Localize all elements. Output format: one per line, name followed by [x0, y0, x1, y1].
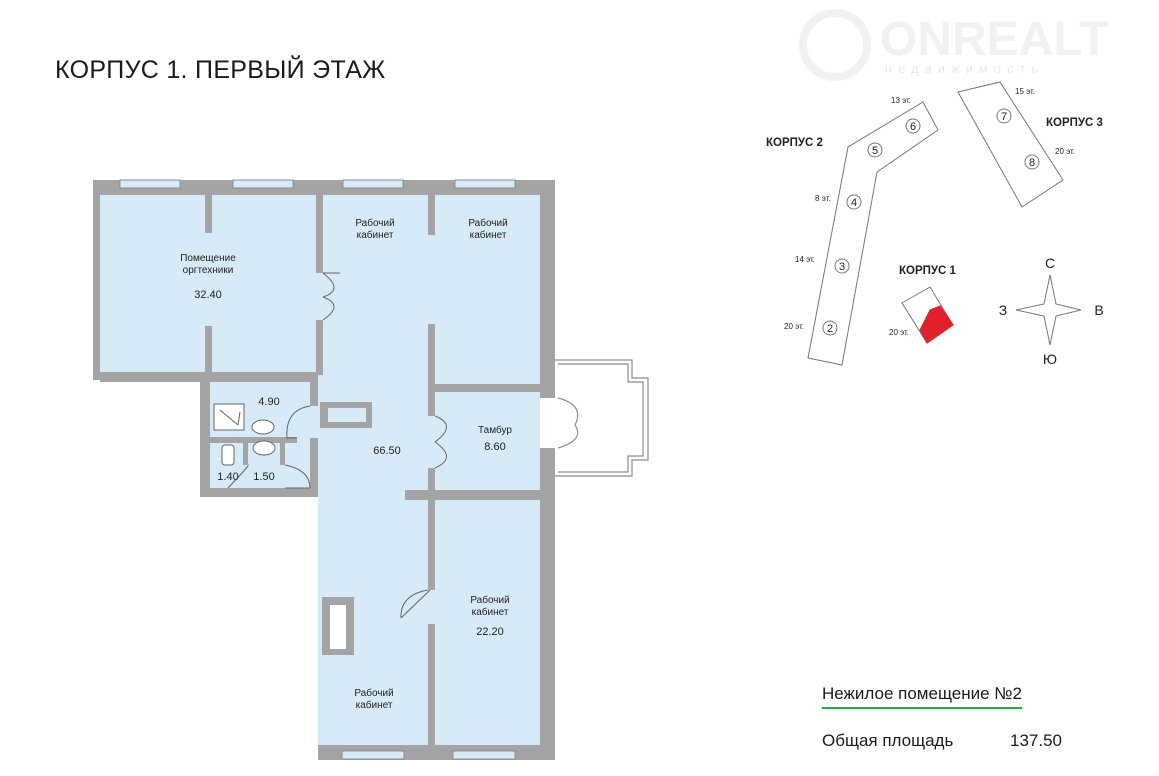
room-area: 32.40 [194, 289, 222, 301]
room-name: Рабочий [468, 217, 507, 229]
floor-area [100, 195, 540, 745]
site-plan [807, 81, 1064, 366]
watermark-text: ONREALT [880, 13, 1108, 66]
total-area: Общая площадь 137.50 [822, 731, 1062, 751]
room-area: 1.50 [253, 471, 274, 483]
shaft-inner [328, 408, 366, 422]
doors [227, 272, 447, 619]
floor-count: 15 эт. [1015, 87, 1035, 96]
page-title: КОРПУС 1. ПЕРВЫЙ ЭТАЖ [55, 56, 386, 84]
section-number: 8 [1029, 157, 1035, 169]
room-area: 66.50 [373, 445, 401, 457]
room-area: 8.60 [484, 441, 505, 453]
windows [119, 179, 516, 760]
section-number: 5 [872, 145, 878, 157]
entrance-door-gap [540, 398, 555, 448]
sink-icon [252, 440, 276, 456]
total-area-value: 137.50 [1010, 731, 1062, 750]
floor-count: 13 эт. [891, 96, 911, 105]
floor-count: 14 эт. [795, 255, 815, 264]
room-name: Тамбур [478, 424, 512, 436]
sink-icon [251, 419, 275, 435]
building-label: КОРПУС 3 [1046, 117, 1103, 129]
total-area-label: Общая площадь [822, 731, 954, 750]
compass-east: В [1094, 302, 1103, 318]
room-name: кабинет [472, 606, 509, 618]
building-label: КОРПУС 2 [766, 137, 823, 149]
section-number: 4 [851, 197, 857, 209]
floor-count: 20 эт. [784, 322, 804, 331]
entrance-porch [555, 359, 649, 477]
room-name: Рабочий [354, 687, 393, 699]
watermark-logo: ONREALT недвижимость [799, 9, 1108, 81]
room-area: 22.20 [476, 626, 504, 638]
floor-count: 20 эт. [1055, 147, 1075, 156]
plumbing-fixtures [213, 403, 276, 466]
site-section-numbers: 2 3 4 5 6 7 8 13 эт. 8 эт. 14 эт. 20 эт.… [766, 87, 1103, 337]
building-label: КОРПУС 1 [899, 265, 957, 277]
section-number: 6 [910, 121, 916, 133]
compass-south: Ю [1043, 351, 1057, 367]
section-number: 3 [839, 261, 845, 273]
toilet-icon [221, 444, 235, 466]
shaft-inner [330, 605, 346, 649]
floor-count: 8 эт. [815, 194, 831, 203]
room-name: кабинет [357, 229, 394, 241]
room-name: кабинет [470, 229, 507, 241]
compass-icon: С Ю З В [999, 255, 1104, 367]
room-name: кабинет [356, 699, 393, 711]
highlighted-unit [919, 305, 954, 344]
interior-walls [100, 195, 540, 745]
room-area: 4.90 [258, 396, 279, 408]
section-number: 7 [1001, 111, 1007, 123]
section-number: 2 [827, 323, 833, 335]
compass-north: С [1045, 255, 1055, 271]
watermark-subtext: недвижимость [885, 61, 1044, 76]
floor-count: 20 эт. [889, 328, 909, 337]
unit-title: Нежилое помещение №2 [822, 684, 1022, 709]
compass-west: З [999, 302, 1007, 318]
room-name: оргтехники [183, 265, 234, 276]
room-area: 1.40 [217, 471, 238, 483]
room-name: Рабочий [470, 594, 509, 606]
room-name: Рабочий [355, 217, 394, 229]
room-name: Помещение [180, 253, 236, 264]
